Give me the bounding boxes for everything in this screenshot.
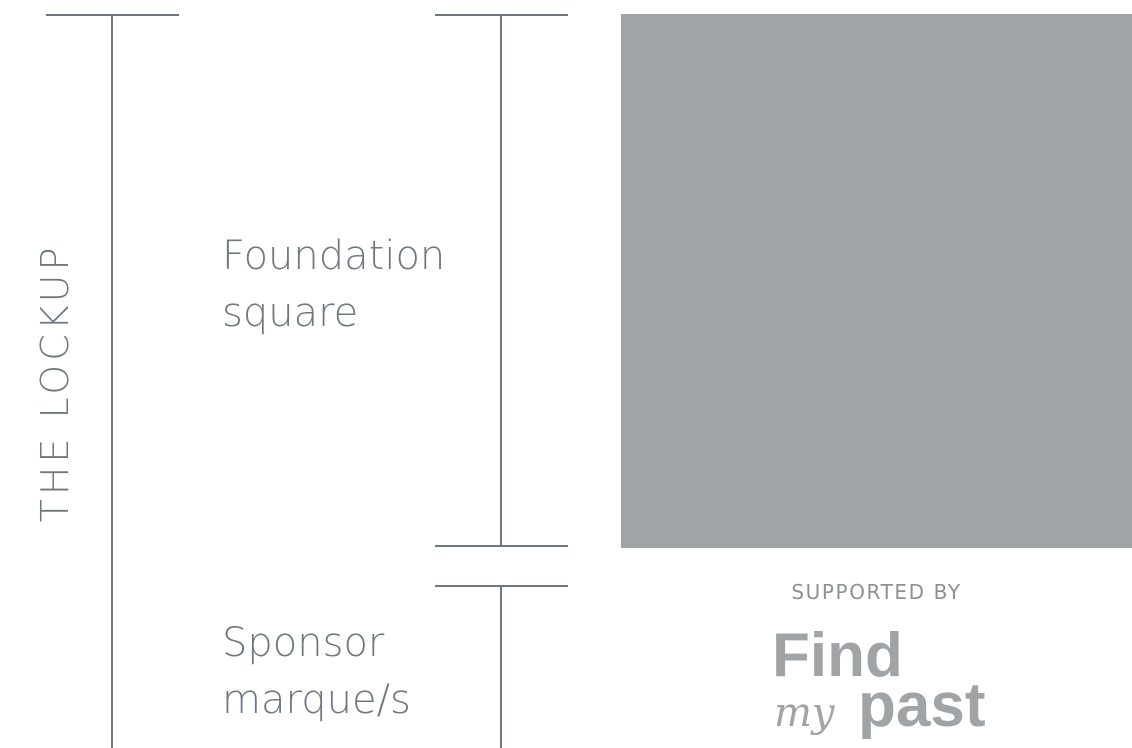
foundation-bracket-stem — [500, 14, 502, 547]
logo-word-find: Find — [772, 622, 903, 690]
supported-by-text: SUPPORTED BY — [791, 580, 962, 604]
foundation-bracket-bottom-cap — [435, 545, 568, 547]
foundation-label-line2: square — [222, 290, 359, 336]
sponsor-bracket-stem — [500, 585, 502, 748]
sponsor-label-line1: Sponsor — [222, 620, 385, 666]
lockup-bracket-stem — [111, 14, 113, 748]
logo-word-my: my — [774, 690, 836, 736]
logo-word-past: past — [858, 671, 985, 740]
foundation-square — [621, 14, 1132, 548]
lockup-vertical-label: THE LOCKUP — [33, 243, 77, 523]
foundation-label-line1: Foundation — [222, 233, 446, 279]
findmypast-logo: Find my past — [772, 622, 1012, 748]
sponsor-marque-label: Sponsor marque/s — [222, 615, 411, 729]
sponsor-label-line2: marque/s — [222, 677, 411, 723]
foundation-square-label: Foundation square — [222, 228, 445, 342]
